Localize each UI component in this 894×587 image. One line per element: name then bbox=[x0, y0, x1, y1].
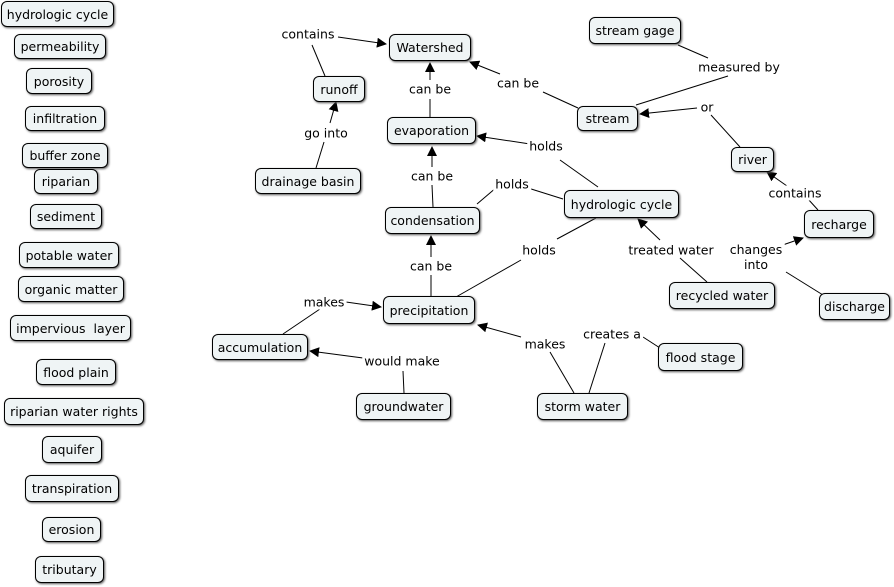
concept-evaporation[interactable]: evaporation bbox=[387, 117, 476, 144]
link-label-can-be: can be bbox=[407, 258, 455, 274]
concept-transpiration[interactable]: transpiration bbox=[25, 475, 119, 502]
concept-recharge[interactable]: recharge bbox=[804, 210, 874, 238]
concept-river[interactable]: river bbox=[731, 147, 774, 172]
link-label-changes-into: changes into bbox=[727, 242, 785, 272]
concept-precipitation[interactable]: precipitation bbox=[383, 296, 475, 324]
concept-tributary[interactable]: tributary bbox=[35, 556, 104, 583]
concept-organic-matter[interactable]: organic matter bbox=[18, 276, 124, 302]
link-label-measured-by: measured by bbox=[696, 59, 782, 75]
link-label-treated-water: treated water bbox=[626, 242, 716, 258]
link-label-can-be: can be bbox=[408, 168, 456, 184]
concept-storm-water[interactable]: storm water bbox=[537, 393, 628, 420]
link-label-makes: makes bbox=[301, 294, 347, 310]
link-label-can-be: can be bbox=[406, 81, 454, 97]
concept-potable-water[interactable]: potable water bbox=[19, 242, 119, 268]
concept-groundwater[interactable]: groundwater bbox=[356, 393, 451, 420]
concept-riparian-water-rights[interactable]: riparian water rights bbox=[4, 398, 144, 425]
concept-riparian[interactable]: riparian bbox=[34, 169, 98, 194]
link-label-would-make: would make bbox=[362, 353, 442, 369]
concept-drainage-basin[interactable]: drainage basin bbox=[255, 168, 361, 194]
link-label-holds: holds bbox=[520, 242, 558, 258]
concept-runoff[interactable]: runoff bbox=[313, 76, 365, 102]
concept-impervious-layer[interactable]: impervious layer bbox=[10, 315, 131, 341]
link-label-can-be: can be bbox=[494, 75, 542, 91]
concept-recycled-water[interactable]: recycled water bbox=[669, 282, 775, 309]
concept-permeability[interactable]: permeability bbox=[14, 34, 106, 59]
link-label-holds: holds bbox=[493, 176, 531, 192]
concept-flood-stage[interactable]: flood stage bbox=[658, 343, 743, 371]
concept-hydrologic-cycle-list[interactable]: hydrologic cycle bbox=[1, 1, 114, 27]
concept-buffer-zone[interactable]: buffer zone bbox=[22, 143, 108, 168]
concept-hydrologic-cycle[interactable]: hydrologic cycle bbox=[564, 190, 679, 218]
concept-discharge[interactable]: discharge bbox=[819, 293, 890, 320]
link-label-creates-a: creates a bbox=[581, 326, 643, 342]
concept-stream[interactable]: stream bbox=[577, 106, 638, 131]
concept-erosion[interactable]: erosion bbox=[42, 517, 101, 542]
link-label-holds: holds bbox=[527, 138, 565, 154]
link-label-contains: contains bbox=[766, 185, 824, 201]
concept-infiltration[interactable]: infiltration bbox=[25, 106, 105, 131]
concept-watershed[interactable]: Watershed bbox=[389, 34, 471, 61]
concept-sediment[interactable]: sediment bbox=[30, 204, 102, 229]
concept-stream-gage[interactable]: stream gage bbox=[589, 17, 681, 44]
concept-aquifer[interactable]: aquifer bbox=[42, 436, 102, 463]
concept-porosity[interactable]: porosity bbox=[26, 68, 92, 94]
link-label-or: or bbox=[698, 99, 716, 115]
link-label-go-into: go into bbox=[302, 125, 350, 141]
concept-flood-plain[interactable]: flood plain bbox=[36, 359, 116, 385]
link-label-makes: makes bbox=[522, 336, 568, 352]
concept-condensation[interactable]: condensation bbox=[385, 207, 480, 234]
link-label-contains: contains bbox=[279, 26, 337, 42]
concept-accumulation[interactable]: accumulation bbox=[212, 334, 308, 360]
